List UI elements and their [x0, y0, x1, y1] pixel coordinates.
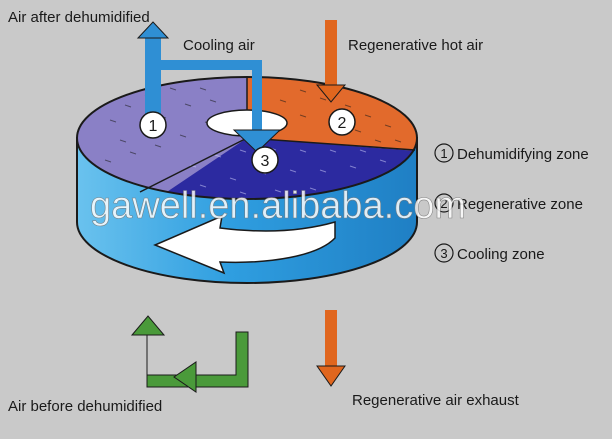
label-air-before: Air before dehumidified [8, 398, 162, 415]
legend-item-regenerative: 2 Regenerative zone [434, 193, 583, 213]
svg-text:Cooling zone: Cooling zone [457, 246, 545, 263]
legend-item-dehumidifying: 1 Dehumidifying zone [434, 143, 589, 163]
label-cooling-air: Cooling air [183, 37, 255, 54]
svg-text:1: 1 [440, 146, 447, 161]
label-regen-hot-air: Regenerative hot air [348, 37, 483, 54]
svg-text:3: 3 [440, 246, 447, 261]
svg-text:Dehumidifying zone: Dehumidifying zone [457, 146, 589, 163]
zone-badge-2: 2 [328, 108, 356, 136]
label-regen-exhaust: Regenerative air exhaust [352, 392, 520, 409]
svg-text:2: 2 [440, 196, 447, 211]
wheel-top-outline [76, 76, 418, 200]
svg-text:2: 2 [338, 115, 347, 132]
svg-text:3: 3 [261, 153, 270, 170]
rotation-arrow [153, 214, 336, 275]
svg-text:Regenerative zone: Regenerative zone [457, 196, 583, 213]
regenerative-hot-air-arrow [315, 20, 347, 103]
legend-item-cooling: 3 Cooling zone [434, 243, 545, 263]
label-air-after: Air after dehumidified [8, 9, 150, 26]
regenerative-zone-sector [247, 77, 417, 152]
air-before-dehumidified-arrow [130, 315, 249, 393]
watermark: gawell.en.alibaba.com [90, 185, 466, 227]
zone-badge-3: 3 [251, 146, 279, 174]
svg-text:1: 1 [149, 118, 158, 135]
regenerative-exhaust-arrow [316, 310, 346, 387]
zone-legend: 1 Dehumidifying zone 2 Regenerative zone… [434, 143, 589, 263]
air-after-dehumidified-arrow [136, 21, 170, 126]
zone-badge-1: 1 [139, 111, 167, 139]
